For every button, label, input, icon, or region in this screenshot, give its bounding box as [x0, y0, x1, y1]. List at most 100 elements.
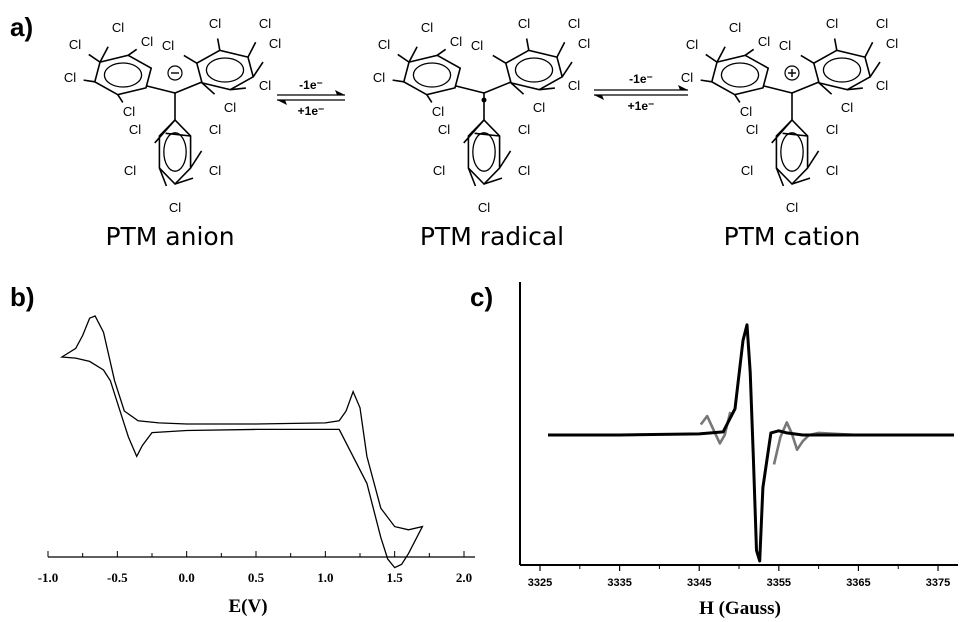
equilibrium-arrow-1: -1e⁻ +1e⁻: [277, 78, 345, 118]
chlorine-label: Cl: [421, 20, 433, 35]
bond: [183, 54, 198, 64]
bond: [561, 61, 573, 78]
arrow2-bottom-label: +1e⁻: [628, 99, 655, 113]
chart-b-tick-label: 0.0: [179, 570, 195, 585]
chlorine-label: Cl: [373, 70, 385, 85]
chlorine-label: Cl: [129, 122, 141, 137]
bond: [216, 38, 221, 51]
bond: [455, 85, 485, 94]
chart-b-tick-label: 0.5: [248, 570, 265, 585]
bond: [556, 41, 566, 58]
chlorine-label: Cl: [124, 163, 136, 178]
chart-c-series-simulated: [772, 421, 954, 465]
chlorine-label: Cl: [826, 163, 838, 178]
charge-circle: [784, 65, 800, 81]
chlorine-label: Cl: [786, 200, 798, 215]
bond: [158, 167, 168, 187]
bond: [252, 61, 264, 78]
bond: [510, 82, 525, 95]
species-label-cation: PTM cation: [723, 222, 861, 251]
bond: [426, 94, 433, 103]
chart-c-series-simulated: [699, 411, 732, 445]
chart-c-series-group: [548, 323, 954, 563]
chlorine-label: Cl: [758, 34, 770, 49]
chart-c-tick-label: 3335: [607, 577, 631, 589]
bond: [806, 150, 820, 169]
aryl-ring: [812, 49, 872, 91]
chart-c-tick-label: 3355: [767, 577, 791, 589]
chlorine-label: Cl: [578, 36, 590, 51]
panel-a-label: a): [10, 12, 34, 42]
chlorine-label: Cl: [686, 37, 698, 52]
chlorine-label: Cl: [209, 122, 221, 137]
bond: [800, 54, 815, 64]
bond: [392, 79, 404, 83]
chlorine-label: Cl: [518, 122, 530, 137]
bond: [154, 119, 176, 144]
aromatic-circle: [822, 57, 862, 83]
bond: [782, 132, 808, 137]
chlorine-label: Cl: [123, 104, 135, 119]
aromatic-circle: [780, 132, 804, 172]
bond: [483, 177, 503, 185]
chlorine-label: Cl: [681, 70, 693, 85]
chlorine-label: Cl: [432, 104, 444, 119]
chlorine-label: Cl: [740, 104, 752, 119]
bond: [716, 46, 726, 63]
chlorine-label: Cl: [224, 100, 236, 115]
chlorine-label: Cl: [169, 200, 181, 215]
chlorine-label: Cl: [886, 36, 898, 51]
chlorine-label: Cl: [378, 37, 390, 52]
chlorine-label: Cl: [141, 34, 153, 49]
chlorine-label: Cl: [518, 16, 530, 31]
bond: [705, 53, 718, 63]
chart-c-tick-label: 3365: [846, 577, 870, 589]
chlorine-label: Cl: [438, 122, 450, 137]
chart-c-x-axis-title: H (Gauss): [699, 598, 781, 619]
chlorine-label: Cl: [876, 16, 888, 31]
bond: [525, 38, 530, 51]
bond: [83, 79, 95, 83]
radical-dot: [481, 97, 487, 103]
bond: [189, 150, 203, 169]
chlorine-label: Cl: [259, 16, 271, 31]
chart-c-tick-label: 3325: [528, 577, 552, 589]
aromatic-circle: [103, 62, 143, 88]
aryl-ring: [504, 49, 564, 91]
aromatic-circle: [163, 132, 187, 172]
bond: [174, 177, 194, 185]
bond: [847, 87, 863, 91]
bond: [408, 46, 418, 63]
chlorine-label: Cl: [162, 38, 174, 53]
aryl-ring: [93, 54, 153, 96]
chlorine-label: Cl: [876, 78, 888, 93]
chlorine-label: Cl: [518, 163, 530, 178]
chlorine-label: Cl: [826, 16, 838, 31]
bond: [833, 38, 838, 51]
chlorine-label: Cl: [209, 16, 221, 31]
bond: [775, 167, 785, 187]
bond: [498, 150, 512, 169]
bond: [864, 41, 874, 58]
bond: [483, 81, 512, 94]
aromatic-circle: [514, 57, 554, 83]
bond: [771, 119, 793, 144]
chlorine-label: Cl: [259, 78, 271, 93]
bond: [869, 61, 881, 78]
aromatic-circle: [205, 57, 245, 83]
chlorine-label: Cl: [741, 163, 753, 178]
chlorine-label: Cl: [779, 38, 791, 53]
bond: [463, 119, 485, 144]
bond: [88, 53, 101, 63]
chart-b-x-axis-title: E(V): [228, 596, 267, 617]
aromatic-circle: [412, 62, 452, 88]
chlorine-label: Cl: [746, 122, 758, 137]
chart-c-tick-label: 3375: [926, 577, 950, 589]
species-label-anion: PTM anion: [105, 222, 235, 251]
chlorine-label: Cl: [450, 34, 462, 49]
bond: [791, 81, 820, 94]
